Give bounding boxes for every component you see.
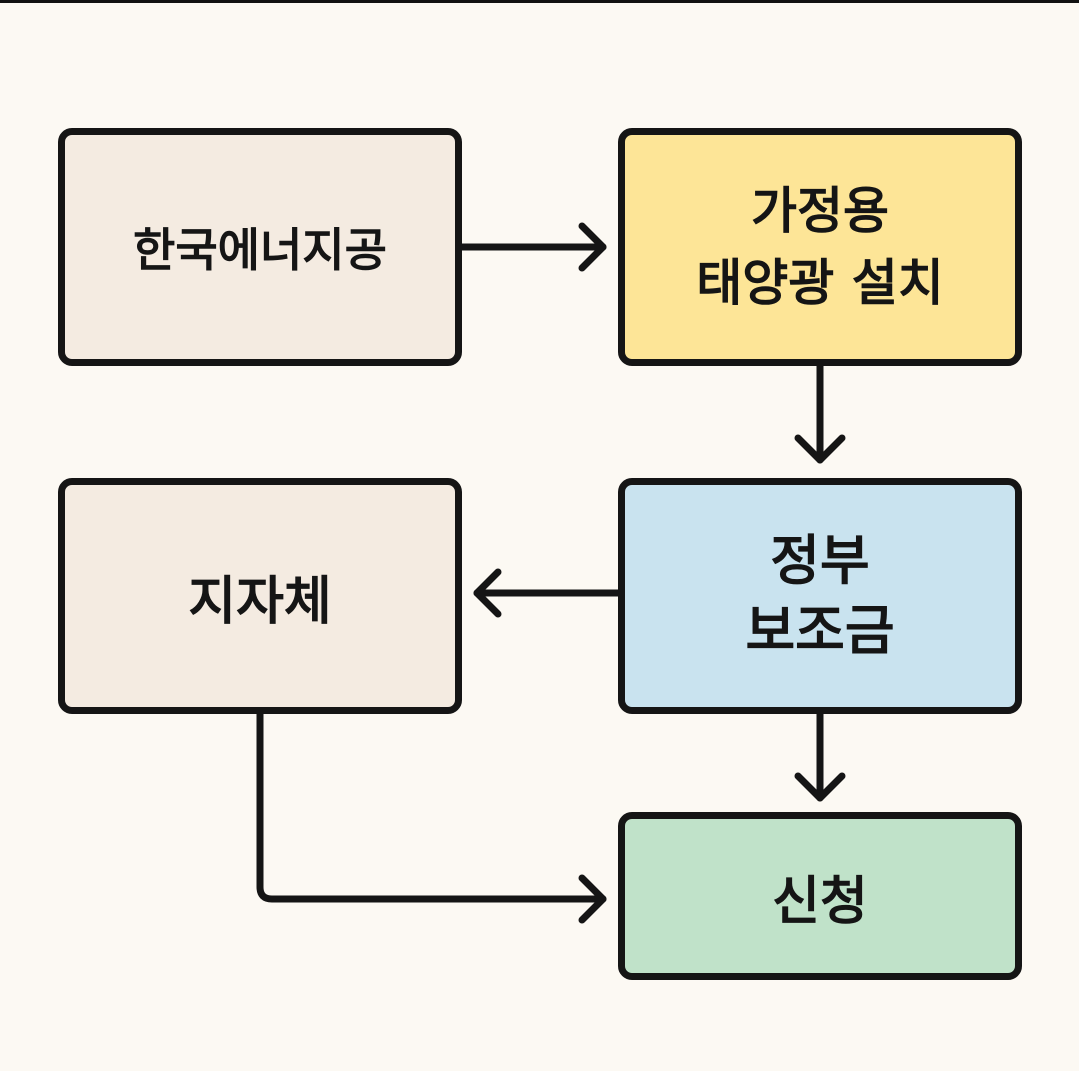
node-home-solar-line1: 가정용 [750, 181, 889, 240]
top-border-line [0, 0, 1079, 3]
edge-local-to-apply [256, 710, 607, 924]
edge-solar-to-subsidy [794, 362, 846, 464]
node-korea-energy-agency-label: 한국에너지공 [133, 223, 387, 277]
node-home-solar-line2: 태양광 설치 [696, 254, 944, 312]
edge-subsidy-to-apply [794, 710, 846, 802]
edge-kea-to-solar [458, 222, 607, 272]
node-application-label: 신청 [772, 871, 868, 932]
node-application: 신청 [618, 812, 1022, 980]
node-home-solar-installation-text: 가정용 태양광 설치 [696, 175, 943, 320]
node-local-government-label: 지자체 [188, 571, 332, 632]
edge-subsidy-to-local [473, 568, 622, 618]
node-government-subsidy-line2: 보조금 [745, 599, 895, 662]
node-home-solar-installation: 가정용 태양광 설치 [618, 128, 1022, 366]
node-government-subsidy-line1: 정부 [770, 528, 870, 592]
node-korea-energy-agency: 한국에너지공 [58, 128, 462, 366]
node-government-subsidy-text: 정부 보조금 [745, 526, 894, 666]
node-government-subsidy: 정부 보조금 [618, 478, 1022, 714]
node-local-government: 지자체 [58, 478, 462, 714]
